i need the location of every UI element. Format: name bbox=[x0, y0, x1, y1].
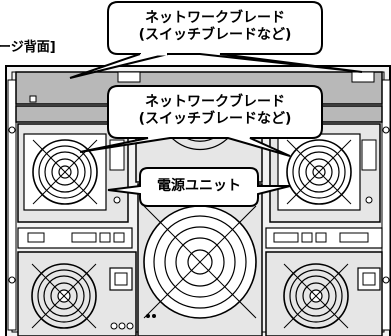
callout-middle-line2: (スイッチブレードなど) bbox=[138, 111, 292, 127]
callout-top-line1: ネットワークブレード bbox=[145, 10, 285, 26]
callout-power-text: 電源ユニット bbox=[140, 178, 258, 195]
callout-middle-text: ネットワークブレード (スイッチブレードなど) bbox=[112, 94, 318, 128]
callout-top-text: ネットワークブレード (スイッチブレードなど) bbox=[112, 10, 318, 44]
callout-middle-line1: ネットワークブレード bbox=[145, 94, 285, 110]
callout-power-label: 電源ユニット bbox=[157, 178, 241, 194]
callout-middle-bubble bbox=[79, 85, 323, 157]
figure-caption-fragment: ージ背面] bbox=[0, 40, 56, 55]
callout-power-bubble bbox=[107, 167, 291, 207]
callout-top-bubble bbox=[107, 1, 363, 73]
callout-top-line2: (スイッチブレードなど) bbox=[138, 27, 292, 43]
